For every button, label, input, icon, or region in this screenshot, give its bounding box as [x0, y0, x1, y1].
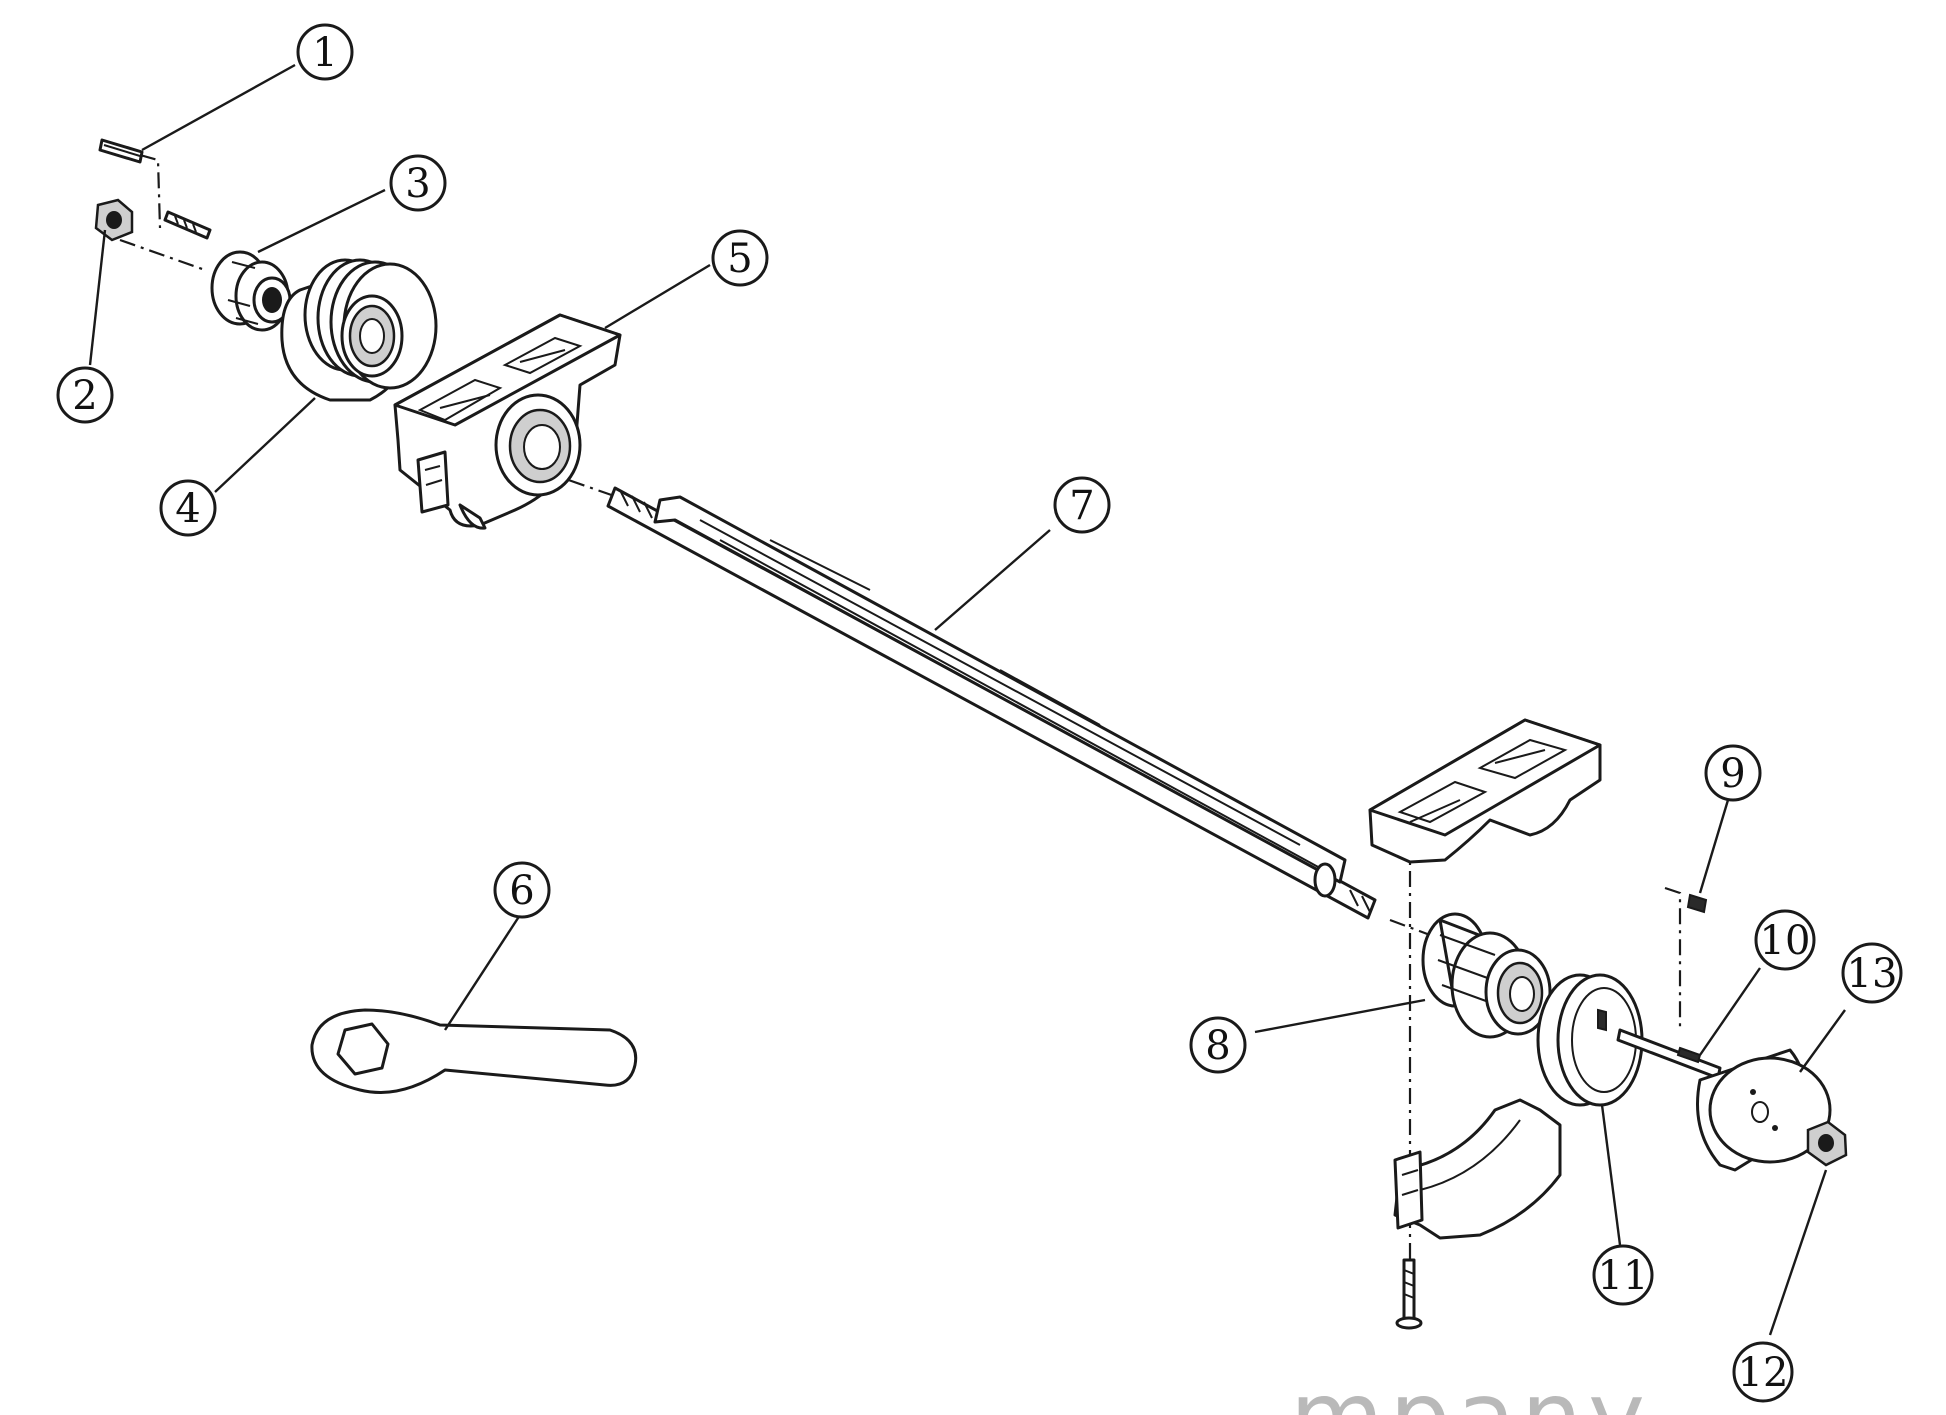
v-belt-pulley — [280, 258, 438, 402]
main-shaft — [606, 486, 1377, 920]
callout-10: 10 — [1754, 909, 1816, 971]
callout-2: 2 — [56, 366, 114, 424]
svg-text:3: 3 — [405, 161, 430, 207]
callout-7: 7 — [1053, 476, 1111, 534]
svg-text:10: 10 — [1760, 918, 1811, 964]
callout-1: 1 — [296, 23, 354, 81]
svg-text:13: 13 — [1847, 951, 1898, 997]
svg-text:1: 1 — [312, 30, 337, 76]
callouts: 1 2 3 4 5 6 7 8 — [56, 23, 1903, 1403]
leader-1 — [141, 63, 296, 152]
leader-2 — [88, 229, 107, 366]
svg-text:2: 2 — [72, 373, 97, 419]
pillow-block-base-right — [1393, 1098, 1562, 1240]
leader-10 — [1699, 967, 1761, 1056]
callout-13: 13 — [1841, 942, 1903, 1004]
leader-lines — [88, 63, 1846, 1336]
leader-8 — [1254, 998, 1426, 1034]
small-bolt-left — [163, 210, 212, 240]
hex-wrench — [310, 1008, 638, 1094]
leader-6 — [443, 914, 522, 1031]
hub-collar — [210, 250, 292, 332]
leader-3 — [257, 188, 386, 254]
pillow-block-cap-right — [1368, 718, 1602, 864]
axis-line-cotter-pin — [139, 153, 162, 229]
leader-9 — [1698, 799, 1730, 894]
leader-5 — [604, 263, 711, 330]
watermark-text: mpany — [1290, 1361, 1651, 1415]
callout-6: 6 — [493, 861, 551, 919]
svg-text:6: 6 — [509, 868, 534, 914]
flange-washer — [1536, 973, 1644, 1107]
cotter-pin — [98, 138, 144, 164]
callout-5: 5 — [711, 229, 769, 287]
axis-line-left-nut — [119, 238, 206, 272]
axis-line-right-bearing — [1389, 918, 1431, 937]
svg-text:11: 11 — [1598, 1253, 1649, 1299]
svg-text:5: 5 — [727, 236, 752, 282]
callout-3: 3 — [389, 154, 447, 212]
svg-text:8: 8 — [1205, 1023, 1230, 1069]
callout-12: 12 — [1732, 1341, 1794, 1403]
axis-line-set-screw — [1664, 886, 1682, 1030]
callout-9: 9 — [1704, 744, 1762, 802]
svg-text:7: 7 — [1069, 483, 1094, 529]
hex-nut-left — [94, 198, 134, 242]
leader-11 — [1600, 1104, 1622, 1246]
svg-text:4: 4 — [175, 486, 200, 532]
leader-13 — [1799, 1009, 1846, 1073]
callout-4: 4 — [159, 479, 217, 537]
end-disc — [1696, 1048, 1832, 1172]
callout-8: 8 — [1189, 1016, 1247, 1074]
set-screw — [1686, 893, 1708, 914]
hex-nut-right — [1806, 1120, 1848, 1167]
svg-text:9: 9 — [1720, 751, 1745, 797]
leader-7 — [934, 529, 1051, 631]
leader-12 — [1768, 1169, 1828, 1336]
callout-11: 11 — [1592, 1244, 1654, 1306]
leader-4 — [214, 397, 316, 493]
pillow-block-bearing-left — [393, 313, 622, 530]
bearing-insert-right — [1421, 912, 1552, 1039]
vertical-bolt — [1395, 1258, 1423, 1330]
svg-text:12: 12 — [1738, 1350, 1789, 1396]
